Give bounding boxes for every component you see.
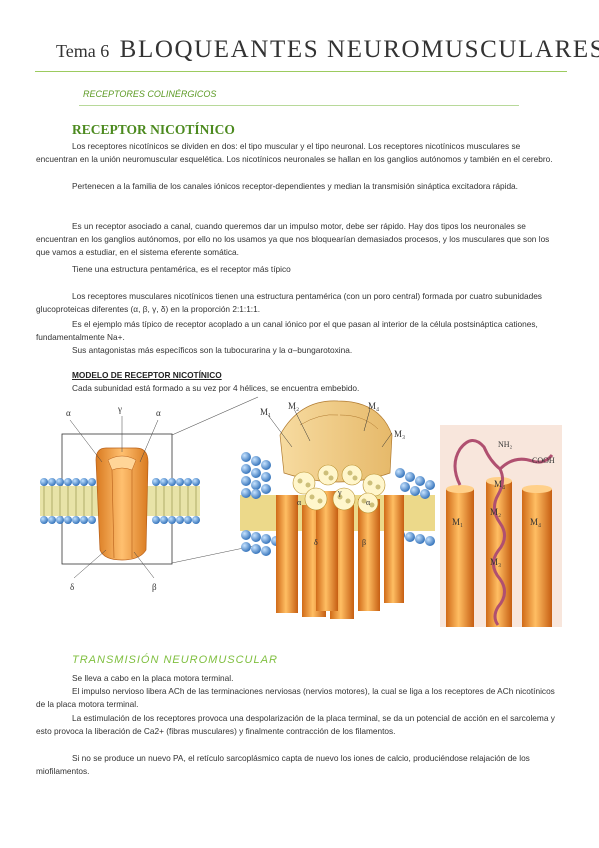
- label-beta-2: β: [362, 538, 366, 547]
- receptor-protein: [95, 447, 149, 561]
- model-heading: MODELO DE RECEPTOR NICOTÍNICO: [72, 370, 222, 380]
- label-delta-2: δ: [314, 538, 318, 547]
- transmission-heading: TRANSMISIÓN NEUROMUSCULAR: [72, 654, 278, 666]
- transmission-paragraph-4: Si no se produce un nuevo PA, el retícul…: [36, 753, 530, 776]
- label-gamma-2: γ: [337, 488, 342, 497]
- label-m2-helix: M₂: [490, 507, 501, 517]
- document-title: Tema 6 BLOQUEANTES NEUROMUSCULARES: [56, 36, 599, 64]
- receptor-paragraph-5: Los receptores musculares nicotínicos ti…: [36, 291, 542, 314]
- label-m4: M₄: [368, 401, 379, 411]
- label-gamma: γ: [117, 404, 122, 414]
- receptor-paragraph-1: Los receptores nicotínicos se dividen en…: [36, 141, 553, 164]
- receptor-membrane-figure: α γ α δ β: [40, 404, 200, 592]
- title-divider: [35, 71, 567, 72]
- label-m4-helix: M₄: [530, 517, 541, 527]
- transmission-paragraph-2: El impulso nervioso libera ACh de las te…: [36, 686, 555, 709]
- receptor-paragraph-3: Es un receptor asociado a canal, cuando …: [36, 221, 550, 257]
- label-m4-top: M₄: [494, 479, 505, 489]
- receptor-paragraph-4: Tiene una estructura pentamérica, es el …: [72, 264, 291, 274]
- label-beta: β: [152, 582, 157, 592]
- label-alpha-right: α: [156, 408, 161, 418]
- transmembrane-cylinders: [276, 464, 404, 619]
- label-m1: M₁: [260, 407, 271, 417]
- receptor-paragraph-6: Es el ejemplo más típico de receptor aco…: [36, 319, 538, 342]
- transmission-paragraph-1: Se lleva a cabo en la placa motora termi…: [72, 673, 234, 683]
- model-text: Cada subunidad está formado a su vez por…: [72, 383, 360, 393]
- peptide-ribbon: [453, 439, 506, 626]
- section-label: RECEPTORES COLINÉRGICOS: [83, 89, 217, 99]
- label-alpha-2: α: [366, 498, 371, 507]
- receptor-paragraph-7: Sus antagonistas más específicos son la …: [72, 345, 353, 355]
- tema-title: BLOQUEANTES NEUROMUSCULARES: [119, 36, 599, 63]
- label-m1-helix: M₁: [452, 517, 463, 527]
- section-divider: [79, 105, 519, 106]
- tema-number: Tema 6: [56, 41, 110, 61]
- helix-cylinders: [446, 477, 552, 627]
- label-m3: M₃: [394, 429, 405, 439]
- label-m3-helix: M₃: [490, 557, 501, 567]
- transmission-paragraph-3: La estimulación de los receptores provoc…: [36, 713, 555, 736]
- label-alpha-left: α: [66, 408, 71, 418]
- label-cooh: COOH: [532, 456, 555, 465]
- pentamer-receptor-figure: M₁ M₂ M₃ M₄ α γ δ β α: [240, 400, 435, 619]
- receptor-paragraph-2: Pertenecen a la familia de los canales i…: [72, 181, 518, 191]
- label-delta: δ: [70, 582, 74, 592]
- helices-figure: NH₂ COOH M₁ M₂ M₄ M₃ M₄: [440, 425, 562, 627]
- label-alpha-1: α: [297, 498, 302, 507]
- label-m2: M₂: [288, 401, 299, 411]
- label-nh2: NH₂: [498, 440, 513, 449]
- receptor-heading: RECEPTOR NICOTÍNICO: [72, 122, 235, 137]
